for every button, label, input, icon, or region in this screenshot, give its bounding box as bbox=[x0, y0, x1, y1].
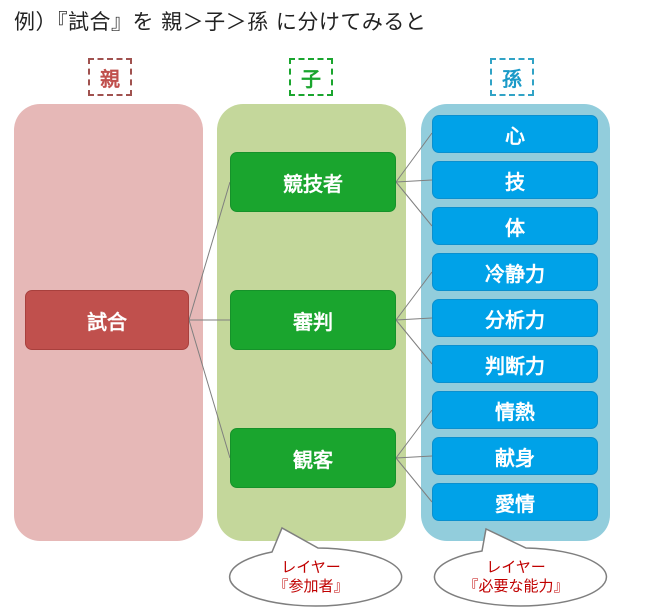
child-node-1: 競技者 bbox=[230, 152, 396, 212]
child-callout-line1: レイヤー bbox=[281, 558, 341, 576]
grandchild-node-1-2: 技 bbox=[432, 161, 598, 199]
child-callout-line2: 『参加者』 bbox=[273, 577, 349, 595]
grandchild-node-1-3: 体 bbox=[432, 207, 598, 245]
parent-node: 試合 bbox=[25, 290, 189, 350]
grandchild-node-3-1: 情熱 bbox=[432, 391, 598, 429]
grandchild-node-2-2: 分析力 bbox=[432, 299, 598, 337]
grandchild-node-1-1: 心 bbox=[432, 115, 598, 153]
child-node-2: 審判 bbox=[230, 290, 396, 350]
grandchild-callout-line2: 『必要な能力』 bbox=[463, 577, 569, 595]
grandchild-callout-line1: レイヤー bbox=[486, 558, 546, 576]
grandchild-node-2-3: 判断力 bbox=[432, 345, 598, 383]
grandchild-node-3-3: 愛情 bbox=[432, 483, 598, 521]
page-title: 例）『試合』を 親＞子＞孫 に分けてみると bbox=[14, 10, 427, 34]
child-header: 子 bbox=[289, 58, 333, 96]
grandchild-callout: レイヤー 『必要な能力』 bbox=[446, 558, 586, 596]
grandchild-header: 孫 bbox=[490, 58, 534, 96]
child-callout: レイヤー 『参加者』 bbox=[251, 558, 371, 596]
parent-header: 親 bbox=[88, 58, 132, 96]
grandchild-node-3-2: 献身 bbox=[432, 437, 598, 475]
grandchild-node-2-1: 冷静力 bbox=[432, 253, 598, 291]
child-node-3: 観客 bbox=[230, 428, 396, 488]
